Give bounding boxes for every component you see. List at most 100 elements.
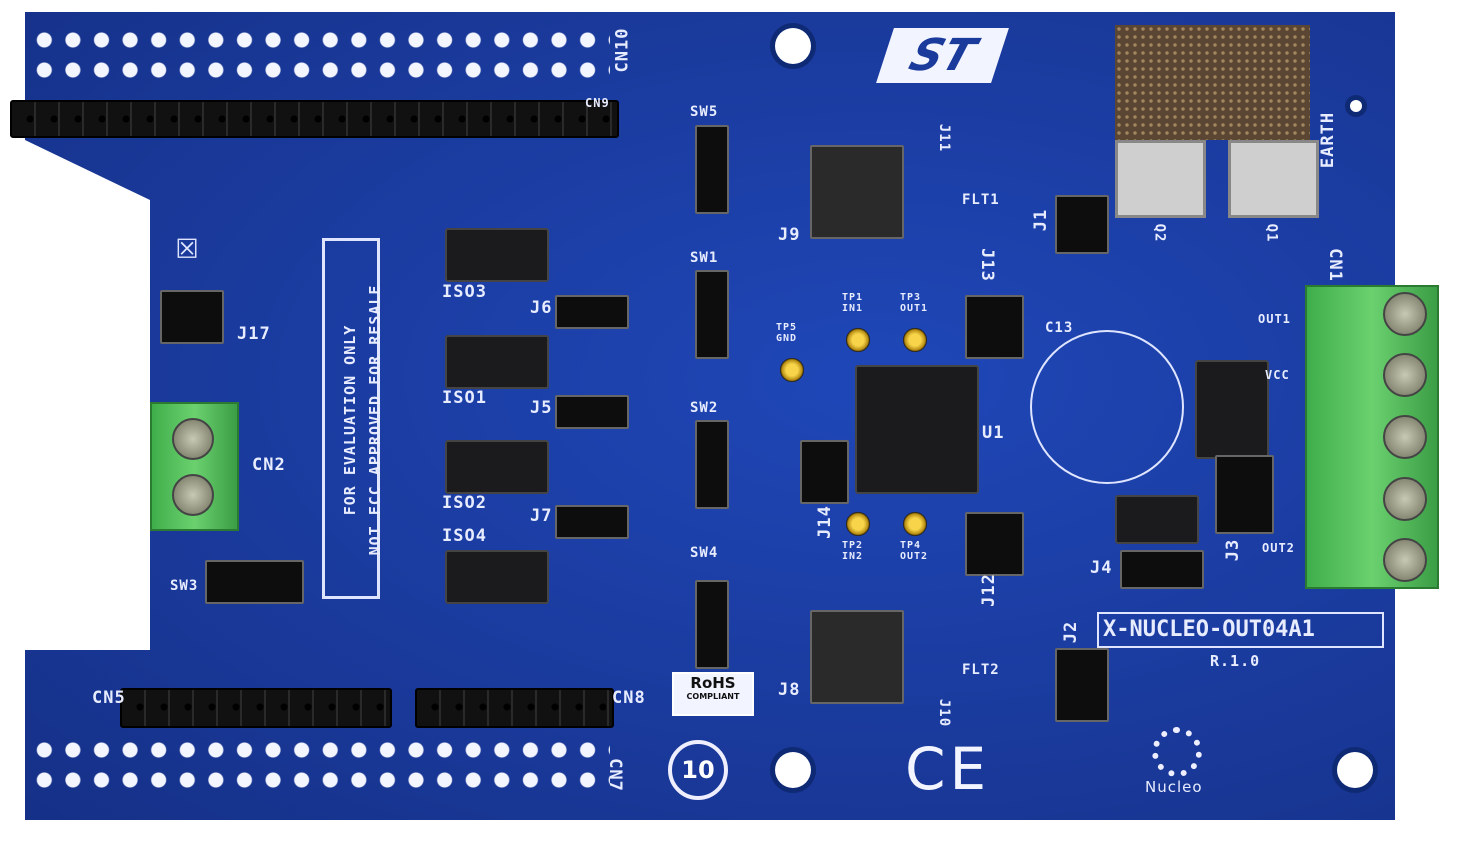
jumper-j17[interactable] [160,290,224,344]
rohs-badge: RoHS COMPLIANT [672,672,754,716]
label-out2: OUT2 [1262,541,1295,555]
label-cn5: CN5 [92,688,126,708]
label-cn8: CN8 [612,688,646,708]
label-cn1: CN1 [1324,248,1345,282]
jumper-j13[interactable] [965,295,1024,359]
morpho-pins-bottom [30,735,610,797]
test-point-tp4[interactable] [903,512,927,536]
jumper-j8[interactable] [810,610,904,704]
test-point-tp5[interactable] [780,358,804,382]
heatsink-pad [1115,25,1310,140]
label-u1: U1 [982,423,1005,443]
label-cn9: CN9 [585,96,610,110]
label-j8: J8 [778,680,801,700]
weee-bin-icon: ☒ [175,222,200,268]
switch-sw2[interactable] [695,420,729,509]
terminal-screw[interactable] [1383,415,1427,459]
label-j10: J10 [936,698,953,728]
label-iso2: ISO2 [442,493,487,513]
label-vcc: VCC [1265,368,1290,382]
st-logo: ST [876,28,1009,83]
notice-line-1: FOR EVALUATION ONLY [341,324,359,516]
board-revision: R.1.0 [1210,652,1261,670]
ce-mark: CE [905,735,991,803]
label-j13: J13 [976,248,997,282]
jumper-j14[interactable] [800,440,849,504]
label-q1: Q1 [1263,223,1280,243]
label-out1: OUT1 [1258,312,1291,326]
ic-u1 [855,365,979,494]
label-flt2: FLT2 [962,662,1000,678]
terminal-screw[interactable] [172,474,214,516]
jumper-j3[interactable] [1215,455,1274,534]
label-cn2: CN2 [252,455,286,475]
label-sw2: SW2 [690,400,719,416]
mounting-hole [1337,752,1373,788]
terminal-screw[interactable] [172,418,214,460]
jumper-j7[interactable] [555,505,629,539]
nucleo-logo-text: Nucleo [1145,778,1203,796]
recycle-icon: 10 [668,740,728,800]
label-sw3: SW3 [170,578,199,594]
earth-label: EARTH [1318,111,1339,169]
label-iso4: ISO4 [442,526,487,546]
label-c13: C13 [1045,320,1074,336]
terminal-screw[interactable] [1383,292,1427,336]
switch-sw3[interactable] [205,560,304,604]
jumper-j1[interactable] [1055,195,1109,254]
jumper-j4[interactable] [1120,550,1204,589]
test-point-tp3[interactable] [903,328,927,352]
test-point-tp2[interactable] [846,512,870,536]
jumper-j6[interactable] [555,295,629,329]
optocoupler-iso3 [445,228,549,282]
header-cn5 [120,688,392,728]
header-cn9 [10,100,619,138]
transistor-q1 [1228,140,1319,218]
jumper-j2[interactable] [1055,648,1109,722]
label-iso3: ISO3 [442,282,487,302]
terminal-screw[interactable] [1383,538,1427,582]
regulator [1195,360,1269,459]
label-tp2: TP2 IN2 [842,540,864,562]
label-tp1: TP1 IN1 [842,292,864,314]
mounting-hole [775,28,811,64]
diode-d1 [1115,495,1199,544]
label-j14: J14 [814,505,835,539]
label-sw1: SW1 [690,250,719,266]
mounting-hole [775,752,811,788]
switch-sw5[interactable] [695,125,729,214]
jumper-j5[interactable] [555,395,629,429]
mounting-hole [1350,100,1362,112]
label-j17: J17 [237,324,271,344]
label-j9: J9 [778,225,801,245]
label-j7: J7 [530,506,553,526]
jumper-j12[interactable] [965,512,1024,576]
label-tp4: TP4 OUT2 [900,540,929,562]
label-cn10: CN10 [612,27,633,73]
label-q2: Q2 [1151,223,1168,243]
terminal-screw[interactable] [1383,353,1427,397]
board-name: X-NUCLEO-OUT04A1 [1097,612,1384,648]
label-j3: J3 [1223,538,1244,562]
label-iso1: ISO1 [442,388,487,408]
jumper-j9[interactable] [810,145,904,239]
optocoupler-iso4 [445,550,549,604]
label-tp5: TP5 GND [776,322,798,344]
label-j2: J2 [1061,620,1082,644]
transistor-q2 [1115,140,1206,218]
label-j11: J11 [936,123,953,153]
evaluation-notice: FOR EVALUATION ONLY NOT FCC APPROVED FOR… [322,238,384,599]
terminal-screw[interactable] [1383,477,1427,521]
switch-sw1[interactable] [695,270,729,359]
switch-sw4[interactable] [695,580,729,669]
label-j6: J6 [530,298,553,318]
notice-line-2: NOT FCC APPROVED FOR RESALE [366,284,384,556]
label-sw4: SW4 [690,545,719,561]
optocoupler-iso2 [445,440,549,494]
label-j5: J5 [530,398,553,418]
label-tp3: TP3 OUT1 [900,292,929,314]
label-flt1: FLT1 [962,192,1000,208]
morpho-pins-top [30,25,610,87]
test-point-tp1[interactable] [846,328,870,352]
label-j1: J1 [1031,208,1052,232]
